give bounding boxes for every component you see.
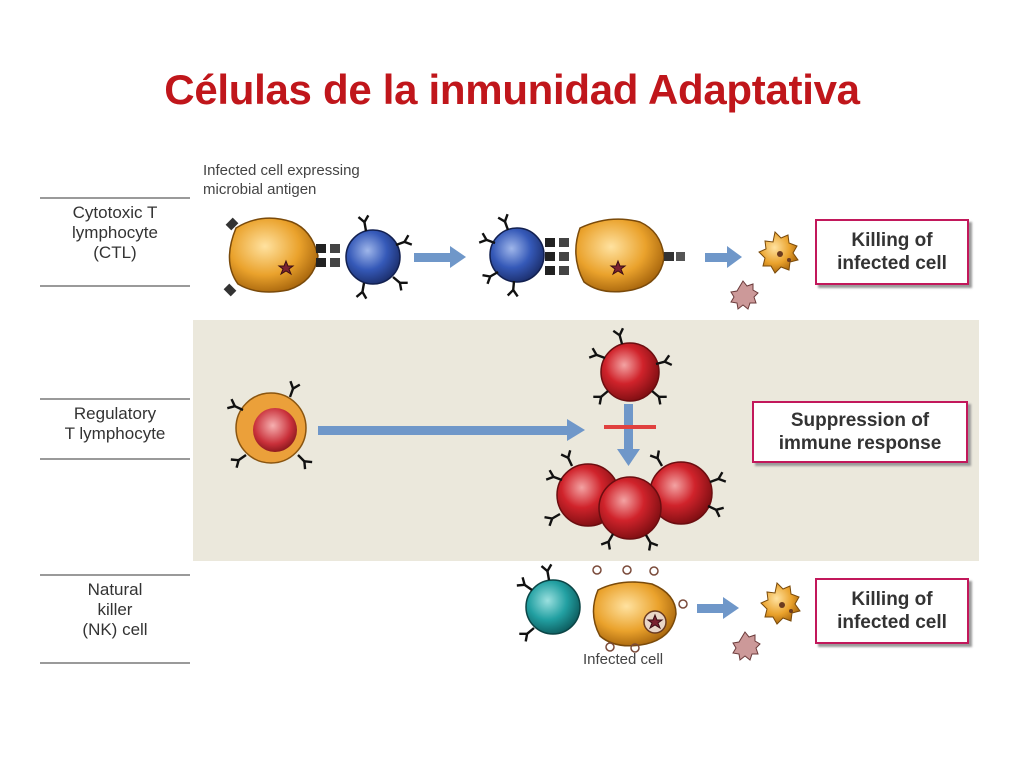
infected-cell-2 bbox=[575, 218, 685, 293]
slide-title: Células de la inmunidad Adaptativa bbox=[164, 66, 860, 113]
row-label-ctl: Cytotoxic T lymphocyte (CTL) bbox=[40, 197, 190, 287]
label-line: Natural bbox=[87, 580, 143, 599]
nk-cell bbox=[515, 563, 581, 643]
arrow-icon bbox=[414, 246, 466, 268]
arrow-icon bbox=[697, 597, 739, 619]
label-line: lymphocyte bbox=[72, 223, 158, 242]
inhibition-bar-icon bbox=[604, 425, 656, 429]
arrow-icon bbox=[705, 246, 742, 268]
result-box-treg: Suppression of immune response bbox=[752, 401, 968, 463]
apoptotic-cell-icon bbox=[758, 230, 799, 274]
caption-line: Infected cell expressing bbox=[203, 162, 360, 179]
label-line: (NK) cell bbox=[82, 620, 148, 639]
label-rule-top bbox=[40, 197, 190, 199]
label-line: (CTL) bbox=[93, 243, 137, 262]
label-line: Regulatory bbox=[73, 404, 157, 423]
label-rule-top bbox=[40, 398, 190, 400]
result-box-ctl: Killing of infected cell bbox=[815, 219, 969, 285]
row-label-nk: Natural killer (NK) cell bbox=[40, 574, 190, 664]
caption-line: microbial antigen bbox=[203, 181, 317, 198]
effector-t-cell bbox=[587, 327, 673, 406]
label-rule-top bbox=[40, 574, 190, 576]
ctl-cell-1 bbox=[345, 214, 414, 300]
effector-t-cell bbox=[598, 476, 662, 552]
result-line: Suppression of bbox=[790, 410, 930, 431]
label-line: Cytotoxic T bbox=[72, 203, 158, 222]
arrow-icon bbox=[617, 404, 640, 466]
label-rule-bottom bbox=[40, 285, 190, 287]
result-box-nk: Killing of infected cell bbox=[815, 578, 969, 644]
apoptotic-cell-icon bbox=[760, 581, 801, 625]
label-line: T lymphocyte bbox=[64, 424, 166, 443]
result-line: Killing of bbox=[851, 230, 933, 251]
tcr-linkage-1 bbox=[316, 244, 340, 267]
label-rule-bottom bbox=[40, 662, 190, 664]
infected-cell-1 bbox=[223, 217, 319, 297]
apoptotic-cell-icon bbox=[732, 631, 761, 661]
treg-cell bbox=[226, 379, 314, 471]
infected-cell-3 bbox=[592, 565, 688, 653]
caption-infected-expressing: Infected cell expressing microbial antig… bbox=[203, 161, 360, 199]
ctl-cell-2 bbox=[477, 212, 545, 298]
apoptotic-cell-icon bbox=[730, 280, 759, 310]
result-line: immune response bbox=[778, 433, 942, 454]
result-line: infected cell bbox=[837, 612, 947, 633]
label-line: killer bbox=[97, 600, 133, 619]
tcr-linkage-2 bbox=[545, 238, 569, 275]
result-line: infected cell bbox=[837, 253, 947, 274]
effector-t-cell bbox=[648, 449, 728, 525]
row-label-treg: Regulatory T lymphocyte bbox=[40, 398, 190, 460]
arrow-icon bbox=[318, 419, 585, 441]
caption-infected-cell: Infected cell bbox=[583, 651, 664, 668]
label-rule-bottom bbox=[40, 458, 190, 460]
result-line: Killing of bbox=[851, 589, 933, 610]
